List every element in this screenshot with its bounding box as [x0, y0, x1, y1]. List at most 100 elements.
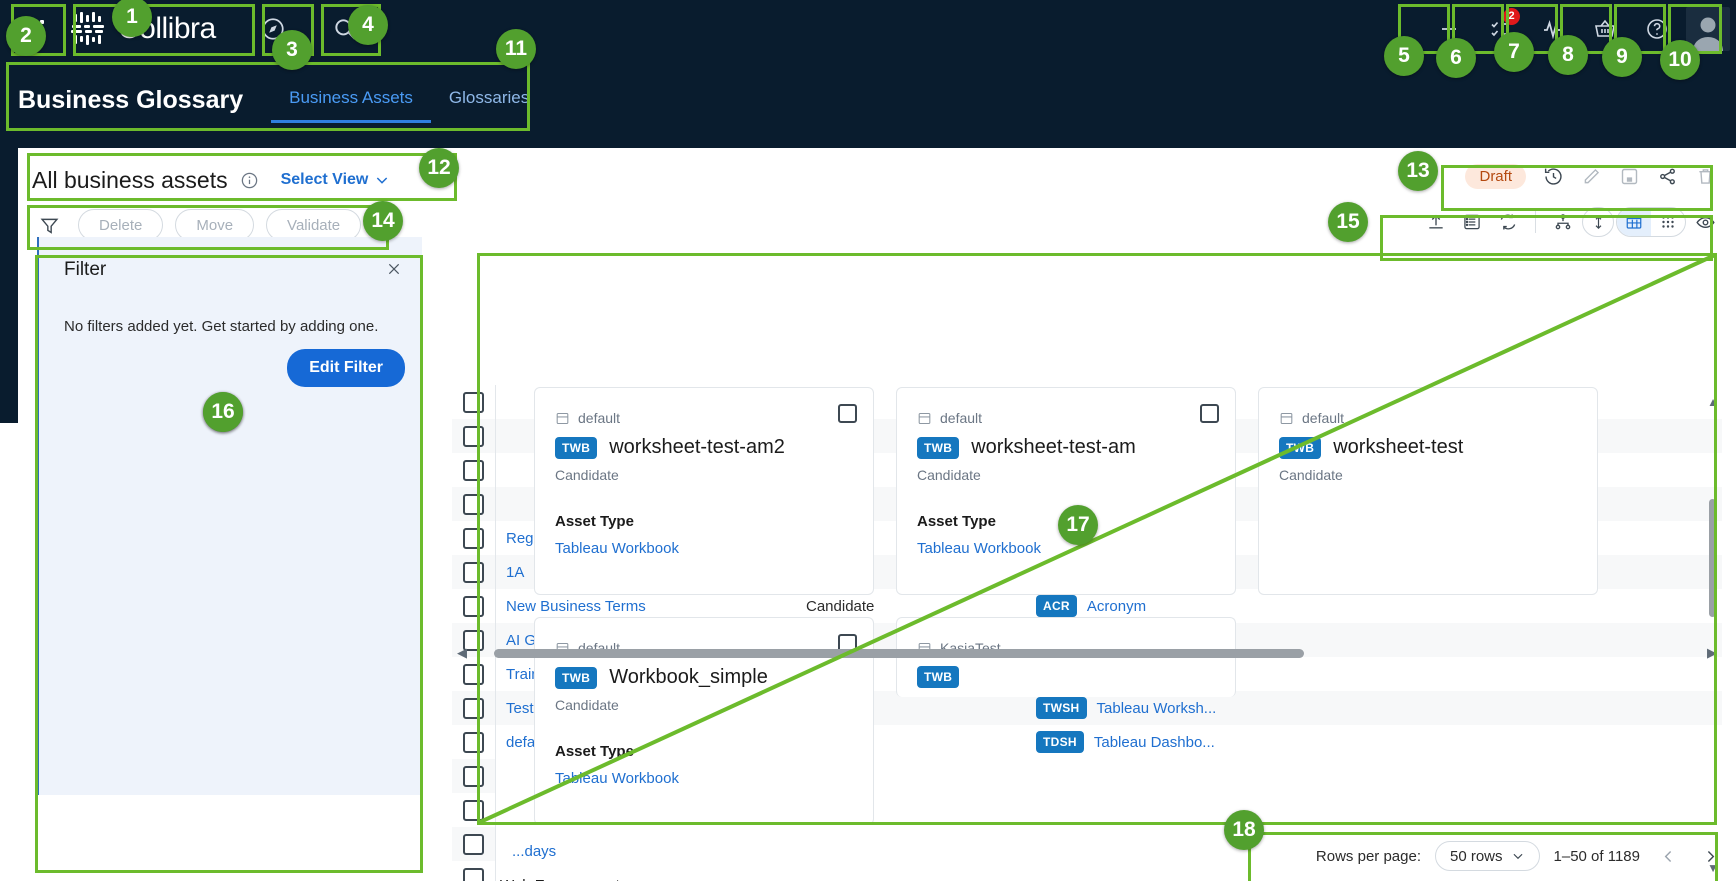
row-checkbox[interactable]: [463, 833, 484, 855]
tab-business-assets[interactable]: Business Assets: [271, 88, 431, 123]
partial-row-text-web-engagement[interactable]: Web Engagement: [500, 877, 620, 881]
row-checkbox[interactable]: [463, 799, 484, 821]
row-height-icon[interactable]: [1582, 207, 1614, 237]
asset-type-badge: TDSH: [1036, 731, 1084, 753]
annotation-bubble-18: 18: [1224, 810, 1264, 850]
page-tabs: Business Assets Glossaries: [271, 88, 547, 123]
cell-name[interactable]: New Business Terms: [506, 597, 646, 615]
horizontal-scrollbar-thumb[interactable]: [494, 649, 1304, 658]
card-status: Candidate: [555, 467, 619, 483]
info-circle-icon[interactable]: [240, 171, 259, 190]
annotation-bubble-7: 7: [1494, 32, 1534, 72]
row-checkbox[interactable]: [463, 765, 484, 787]
annotation-bubble-11: 11: [496, 29, 536, 69]
row-checkbox[interactable]: [463, 731, 484, 753]
refresh-sync-icon[interactable]: [1491, 205, 1525, 239]
row-checkbox[interactable]: [463, 595, 484, 617]
card-field-value[interactable]: Tableau Workbook: [555, 770, 679, 787]
save-disk-icon[interactable]: [1612, 159, 1646, 193]
card-field-value[interactable]: Tableau Workbook: [555, 540, 679, 557]
horizontal-scrollbar-track[interactable]: [472, 646, 1702, 660]
select-view-label: Select View: [280, 171, 369, 188]
tab-glossaries[interactable]: Glossaries: [448, 88, 530, 107]
chevron-left-icon[interactable]: [1654, 842, 1682, 870]
card-title[interactable]: worksheet-test-am: [971, 436, 1136, 458]
validate-button[interactable]: Validate: [266, 209, 362, 241]
card-domain: default: [555, 410, 853, 426]
scroll-up-arrow[interactable]: ▲: [1707, 395, 1719, 409]
vertical-scrollbar-track[interactable]: [1709, 415, 1716, 845]
asset-type-name[interactable]: Tableau Worksh...: [1096, 699, 1217, 717]
asset-type-name[interactable]: Acronym: [1086, 597, 1147, 615]
history-clock-icon[interactable]: [1536, 159, 1570, 193]
list-view-icon[interactable]: [1455, 205, 1489, 239]
card-checkbox[interactable]: [838, 404, 857, 423]
select-view-dropdown[interactable]: Select View: [281, 171, 391, 189]
horizontal-scrollbar[interactable]: ◀ ▶: [452, 643, 1722, 663]
row-checkbox[interactable]: [463, 425, 484, 447]
basket-icon[interactable]: [1582, 6, 1628, 52]
card-domain-label: default: [1302, 410, 1345, 426]
help-question-icon[interactable]: [1634, 6, 1680, 52]
page-title: Business Glossary: [18, 86, 244, 114]
card-checkbox[interactable]: [1200, 404, 1219, 423]
row-checkbox[interactable]: [463, 561, 484, 583]
asset-card[interactable]: default TWB worksheet-test-am2 Candidate…: [534, 387, 874, 595]
card-title[interactable]: worksheet-test: [1333, 436, 1464, 458]
card-status: Candidate: [917, 467, 981, 483]
card-field-label: Asset Type: [555, 513, 634, 530]
domain-box-icon: [1280, 412, 1293, 424]
filter-panel: Filter No filters added yet. Get started…: [37, 237, 422, 795]
rows-per-page-select[interactable]: 50 rows: [1434, 841, 1540, 871]
partial-row-text-days[interactable]: ...days: [512, 843, 557, 860]
row-checkbox[interactable]: [463, 527, 484, 549]
row-checkbox[interactable]: [463, 391, 484, 413]
asset-card[interactable]: default TWB worksheet-test Candidate: [1258, 387, 1598, 595]
scroll-down-arrow[interactable]: ▼: [1707, 861, 1719, 875]
card-domain-label: default: [578, 410, 621, 426]
eye-preview-icon[interactable]: [1688, 205, 1722, 239]
delete-button[interactable]: Delete: [78, 209, 164, 241]
page-header: Business Glossary Business Assets Glossa…: [0, 57, 1736, 148]
domain-box-icon: [918, 412, 931, 424]
table-grid-view-icon[interactable]: [1617, 208, 1651, 236]
cell-asset-type: ACR Acronym: [1036, 595, 1146, 617]
chevron-down-icon: [1513, 853, 1523, 860]
row-checkbox[interactable]: [463, 697, 484, 719]
card-title[interactable]: worksheet-test-am2: [609, 436, 785, 458]
close-x-icon[interactable]: [382, 257, 406, 281]
share-icon[interactable]: [1650, 159, 1684, 193]
card-title[interactable]: Workbook_simple: [609, 666, 768, 688]
card-type-badge: TWB: [555, 666, 598, 689]
pencil-edit-icon[interactable]: [1574, 159, 1608, 193]
left-dark-strip: [0, 148, 18, 423]
vertical-scrollbar-thumb[interactable]: [1709, 499, 1716, 617]
row-checkbox[interactable]: [463, 867, 484, 881]
card-grid-view-icon[interactable]: [1651, 208, 1685, 236]
row-checkbox[interactable]: [463, 459, 484, 481]
export-upload-icon[interactable]: [1419, 205, 1453, 239]
scroll-left-arrow[interactable]: ◀: [457, 645, 467, 660]
application-bar: Collibra: [0, 0, 1736, 57]
asset-card[interactable]: default TWB worksheet-test-am Candidate …: [896, 387, 1236, 595]
row-checkbox[interactable]: [463, 493, 484, 515]
results-area: Candidate TWB Tableau Workbook Candidate…: [452, 385, 1722, 881]
card-type-badge: TWB: [555, 436, 598, 459]
card-field-value[interactable]: Tableau Workbook: [917, 540, 1041, 557]
scroll-right-arrow[interactable]: ▶: [1707, 645, 1717, 660]
chevron-right-icon[interactable]: [1696, 842, 1724, 870]
user-avatar-icon[interactable]: [1686, 7, 1730, 51]
edit-filter-button[interactable]: Edit Filter: [287, 349, 405, 387]
asset-type-name[interactable]: Tableau Dashbo...: [1093, 733, 1215, 751]
rows-per-page-label: Rows per page:: [1315, 847, 1421, 865]
hierarchy-tree-icon[interactable]: [1546, 205, 1580, 239]
asset-type-badge: ACR: [1036, 595, 1077, 617]
view-title: All business assets: [32, 166, 228, 193]
card-status: Candidate: [1279, 467, 1343, 483]
cell-asset-type: TWSH Tableau Worksh...: [1036, 697, 1216, 719]
card-field-label: Asset Type: [555, 743, 634, 760]
collibra-logo-icon: [68, 9, 108, 49]
trash-delete-icon[interactable]: [1688, 159, 1722, 193]
funnel-filter-icon[interactable]: [32, 208, 66, 242]
row-checkbox[interactable]: [463, 663, 484, 685]
